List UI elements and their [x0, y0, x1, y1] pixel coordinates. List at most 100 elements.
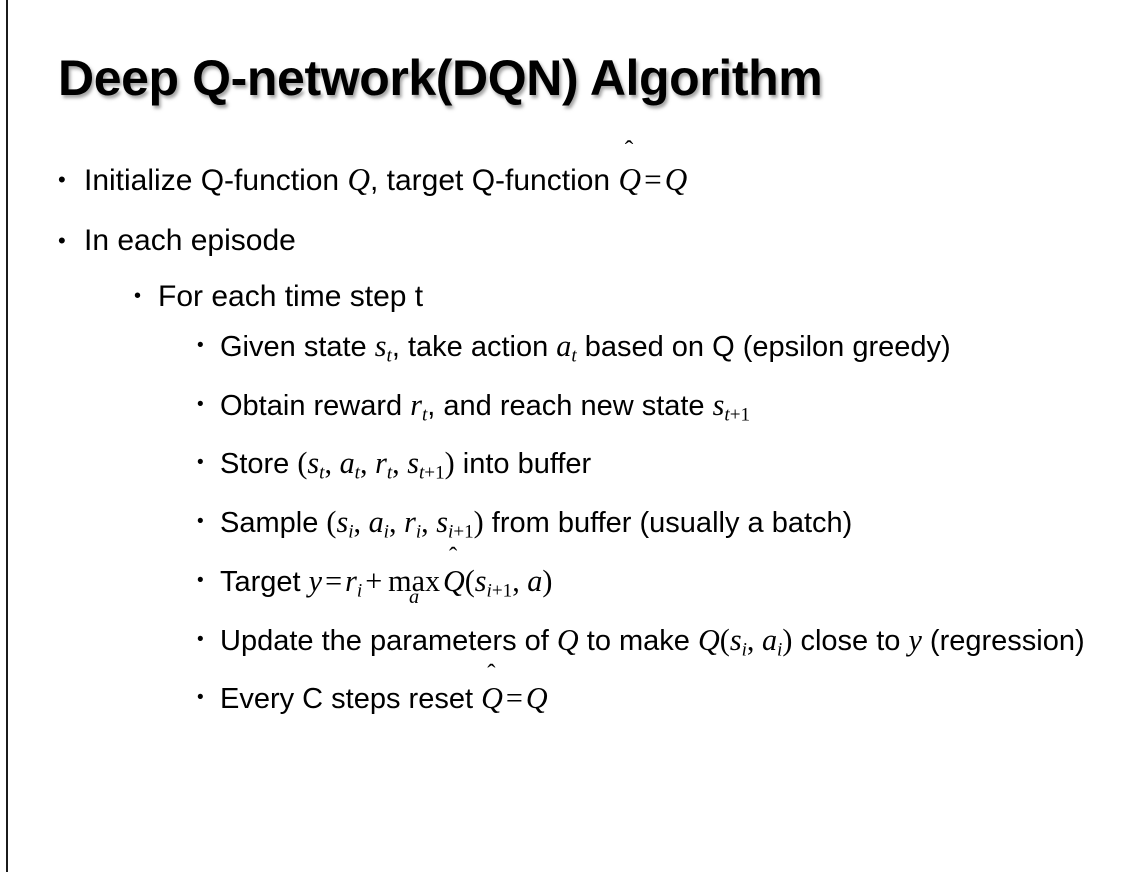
circumflex-accent-icon: ˆ — [487, 660, 496, 688]
math-italic-symbol: r — [375, 446, 387, 481]
math-italic-symbol: a — [339, 446, 355, 481]
math-subscript: t — [421, 404, 428, 426]
math-punctuation: ) — [473, 505, 484, 540]
math-subscripted-symbol: at — [556, 329, 576, 367]
math-operator: = — [325, 563, 343, 598]
math-punctuation: ) — [444, 446, 455, 481]
bullet-text-run: (regression) — [921, 624, 1085, 657]
math-operator: + — [365, 563, 383, 598]
bullet-initialize-q-function: • Initialize Q-function Q, target Q-funct… — [58, 137, 1106, 211]
math-subscripted-symbol: st — [307, 446, 324, 484]
math-subscripted-symbol: ai — [368, 505, 389, 543]
math-subscript: i — [777, 639, 783, 661]
math-italic-symbol: a — [368, 505, 384, 540]
math-subscripted-symbol: at — [339, 446, 360, 484]
math-italic-symbol: s — [436, 505, 448, 540]
math-punctuation: , — [359, 446, 376, 481]
math-subscripted-symbol: st — [374, 329, 392, 367]
bullet-text-run: Sample — [220, 507, 327, 540]
math-italic-symbol: s — [474, 563, 487, 598]
bullet-obtain-reward: • Obtain reward rt, and reach new state s… — [197, 381, 1106, 440]
math-italic-symbol: Q — [525, 681, 548, 716]
math-italic-symbol: s — [336, 505, 349, 540]
math-subscript: i — [741, 639, 747, 661]
math-italic-symbol: r — [404, 505, 416, 540]
math-italic-symbol: a — [556, 329, 572, 363]
math-punctuation: , — [389, 505, 405, 540]
bullet-text-run: In each episode — [84, 224, 296, 257]
math-italic-symbol: y — [308, 563, 323, 598]
bullet-text: Initialize Q-function Q, target Q-functi… — [84, 137, 1106, 211]
math-subscript: i — [415, 521, 422, 543]
bullet-text-run: from buffer (usually a batch) — [483, 507, 853, 540]
math-punctuation: , — [421, 505, 437, 540]
bullet-point-icon: • — [197, 569, 204, 591]
math-italic-symbol: Q — [347, 162, 370, 197]
math-subscript: t — [386, 463, 393, 485]
math-punctuation: ( — [719, 622, 730, 657]
math-subscripted-symbol: si+1 — [474, 563, 512, 602]
math-subscripted-symbol: ri — [345, 564, 362, 602]
math-punctuation: , — [392, 446, 408, 481]
bullet-text: Store (st, at, rt, st+1) into buffer — [220, 439, 1106, 498]
math-subscript: i+1 — [486, 580, 513, 602]
bullet-text-run: For each time step t — [158, 280, 424, 313]
bullet-text-run: close to — [792, 624, 909, 657]
math-subscript: t+1 — [724, 404, 751, 426]
math-subscript: i — [348, 521, 354, 543]
math-punctuation: , — [324, 446, 340, 481]
bullet-text-run: based on Q (epsilon greedy) — [576, 331, 951, 363]
math-italic-symbol: r — [410, 387, 422, 422]
bullet-in-each-episode: •In each episode — [58, 211, 1106, 271]
bullet-text-run: Obtain reward — [220, 389, 411, 422]
math-punctuation: ( — [326, 505, 337, 540]
bullet-text-run: Update the parameters of — [220, 624, 557, 657]
math-italic-symbol: Q — [556, 622, 579, 657]
math-punctuation: ( — [464, 563, 475, 598]
math-subscripted-symbol: st+1 — [407, 446, 444, 484]
bullet-point-icon: • — [197, 511, 204, 533]
math-italic-symbol: a — [527, 563, 543, 598]
math-punctuation: , — [353, 505, 369, 540]
bullet-point-icon: • — [197, 393, 204, 415]
bullet-text-run: Target — [220, 565, 309, 598]
slide-left-edge-rule — [6, 0, 8, 872]
bullet-text: Obtain reward rt, and reach new state st… — [220, 381, 1106, 440]
bullet-point-icon: • — [197, 628, 204, 650]
math-italic-symbol: Q — [664, 162, 688, 197]
math-subscripted-symbol: si — [336, 505, 353, 543]
bullet-text-run: , take action — [391, 331, 557, 363]
math-italic-symbol: y — [908, 622, 922, 657]
bullet-text-run: Initialize Q-function — [84, 164, 348, 197]
math-punctuation: , — [746, 622, 762, 657]
math-punctuation: , — [512, 563, 528, 598]
circumflex-accent-icon: ˆ — [624, 135, 634, 165]
circumflex-accent-icon: ˆ — [449, 542, 458, 570]
math-italic-symbol: Q — [697, 622, 720, 657]
bullet-text-run: Every C steps reset — [220, 683, 482, 716]
math-italic-symbol: a — [761, 622, 778, 657]
math-punctuation: ( — [297, 446, 308, 481]
math-italic-symbol: Q — [481, 681, 503, 716]
math-italic-symbol: Q — [618, 162, 641, 197]
math-punctuation: ) — [542, 563, 553, 598]
page-title: Deep Q-network(DQN) Algorithm — [58, 50, 823, 106]
bullet-text-run: , and reach new state — [427, 389, 713, 422]
math-punctuation: ) — [782, 622, 793, 657]
bullet-store-into-buffer: • Store (st, at, rt, st+1) into buffer — [197, 439, 1106, 498]
math-subscript: t — [386, 345, 392, 367]
bullet-point-icon: • — [197, 452, 204, 474]
math-italic-symbol: s — [729, 622, 742, 657]
bullet-point-icon: • — [134, 285, 142, 307]
math-operator: = — [505, 681, 523, 716]
math-italic-symbol: s — [374, 329, 387, 363]
bullet-text: Given state st, take action at based on … — [220, 322, 1106, 381]
math-subscripted-symbol: ri — [404, 505, 421, 543]
math-operator-name: max — [388, 563, 441, 598]
bullet-point-icon: • — [58, 167, 66, 192]
math-subscript: t — [319, 463, 325, 485]
